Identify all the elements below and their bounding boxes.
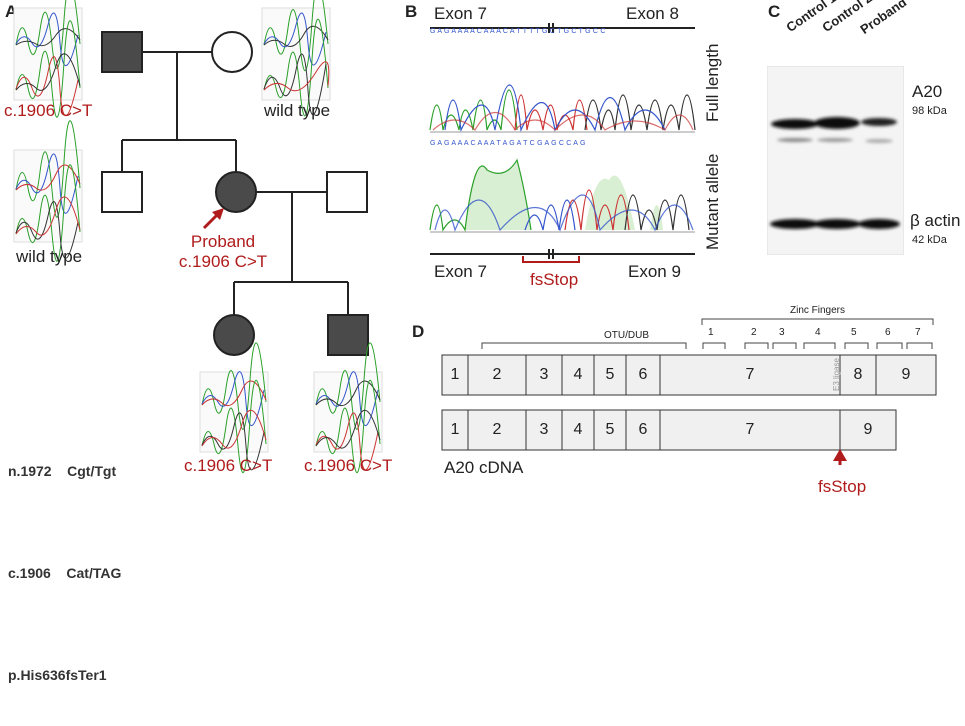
mother-genotype: wild type [264, 101, 331, 120]
trace-child1 [199, 342, 269, 473]
father-genotype: c.1906 C>T [4, 101, 93, 120]
band-actin-kda: 42 kDa [912, 234, 947, 246]
trace-sibling [13, 120, 83, 262]
zf-5: 5 [851, 327, 857, 338]
mother-symbol [211, 31, 253, 73]
full-exon-4: 4 [573, 366, 583, 383]
full-exon-8: 8 [853, 366, 863, 383]
mutant-allele-label: Mutant allele [703, 153, 722, 250]
trace-father [13, 0, 83, 118]
sibling-genotype: wild type [16, 247, 83, 266]
zf-6: 6 [885, 327, 891, 338]
full-length-trace [429, 84, 696, 133]
seq-bottom: G A G A A A C A A A T A G A T C G A G C … [430, 140, 586, 147]
proband-name: Proband [190, 232, 256, 251]
full-length-label: Full length [703, 43, 722, 122]
child1-symbol [213, 314, 255, 356]
full-exon-9: 9 [901, 366, 911, 383]
mut-exon-7: 7 [745, 421, 755, 438]
full-exon-3: 3 [539, 366, 549, 383]
band-actin-name: β actin [910, 211, 961, 230]
band-a20-name: A20 [912, 82, 943, 101]
bottom-exon-right: Exon 9 [628, 262, 681, 281]
child2-genotype: c.1906 C>T [304, 456, 393, 475]
top-exon-right: Exon 8 [626, 4, 679, 23]
chromatogram-panel [429, 23, 696, 263]
father-symbol [101, 31, 143, 73]
fsstop-arrow-icon [833, 449, 847, 461]
mut-exon-1: 1 [450, 421, 460, 438]
band-a20-kda: 98 kDa [912, 105, 947, 117]
mut-exon-4: 4 [573, 421, 583, 438]
bottom-exon-left: Exon 7 [434, 262, 487, 281]
proband-genotype: c.1906 C>T [178, 252, 268, 271]
trace-mother [261, 0, 331, 117]
zf-3: 3 [779, 327, 785, 338]
zf-1: 1 [708, 327, 714, 338]
spouse-symbol [326, 171, 368, 213]
full-exon-5: 5 [605, 366, 615, 383]
zf-4: 4 [815, 327, 821, 338]
panel-d-letter: D [412, 322, 425, 341]
sibling-symbol [101, 171, 143, 213]
zinc-fingers-label: Zinc Fingers [789, 305, 845, 316]
full-exon-6: 6 [638, 366, 648, 383]
mut-exon-2: 2 [492, 421, 502, 438]
proband-arrow-icon [212, 208, 224, 220]
mutant-allele-trace [429, 158, 694, 233]
mut-exon-9: 9 [863, 421, 873, 438]
cdna-diagram [441, 318, 937, 465]
zf-7: 7 [915, 327, 921, 338]
fsstop-label-d: fsStop [818, 477, 867, 496]
variant-notation: n.1972 Cgt/Tgt c.1906 Cat/TAG p.His636fs… [8, 386, 121, 726]
trace-child2 [313, 342, 383, 473]
mut-exon-6: 6 [638, 421, 648, 438]
seq-top: G A G A A A A C A A A C A T T T T G C T … [430, 28, 606, 35]
child1-genotype: c.1906 C>T [184, 456, 273, 475]
full-exon-1: 1 [450, 366, 460, 383]
full-exon-7: 7 [745, 366, 755, 383]
panel-c-letter: C [768, 2, 781, 21]
mut-exon-5: 5 [605, 421, 615, 438]
notation-c: c.1906 Cat/TAG [8, 565, 122, 581]
full-exon-2: 2 [492, 366, 502, 383]
child2-symbol [327, 314, 369, 356]
mut-exon-3: 3 [539, 421, 549, 438]
top-exon-left: Exon 7 [434, 4, 487, 23]
notation-p: p.His636fsTer1 [8, 667, 107, 683]
fsstop-label-b: fsStop [530, 270, 579, 289]
e3-ligase-label: E3 ligase [831, 358, 841, 391]
otu-dub-label: OTU/DUB [604, 330, 649, 341]
pedigree-chart [13, 0, 383, 473]
western-blot [767, 66, 904, 255]
notation-n: n.1972 Cgt/Tgt [8, 463, 117, 479]
cdna-label: A20 cDNA [444, 458, 524, 477]
zf-2: 2 [751, 327, 757, 338]
panel-b-letter: B [405, 2, 418, 21]
proband-symbol [215, 171, 257, 213]
